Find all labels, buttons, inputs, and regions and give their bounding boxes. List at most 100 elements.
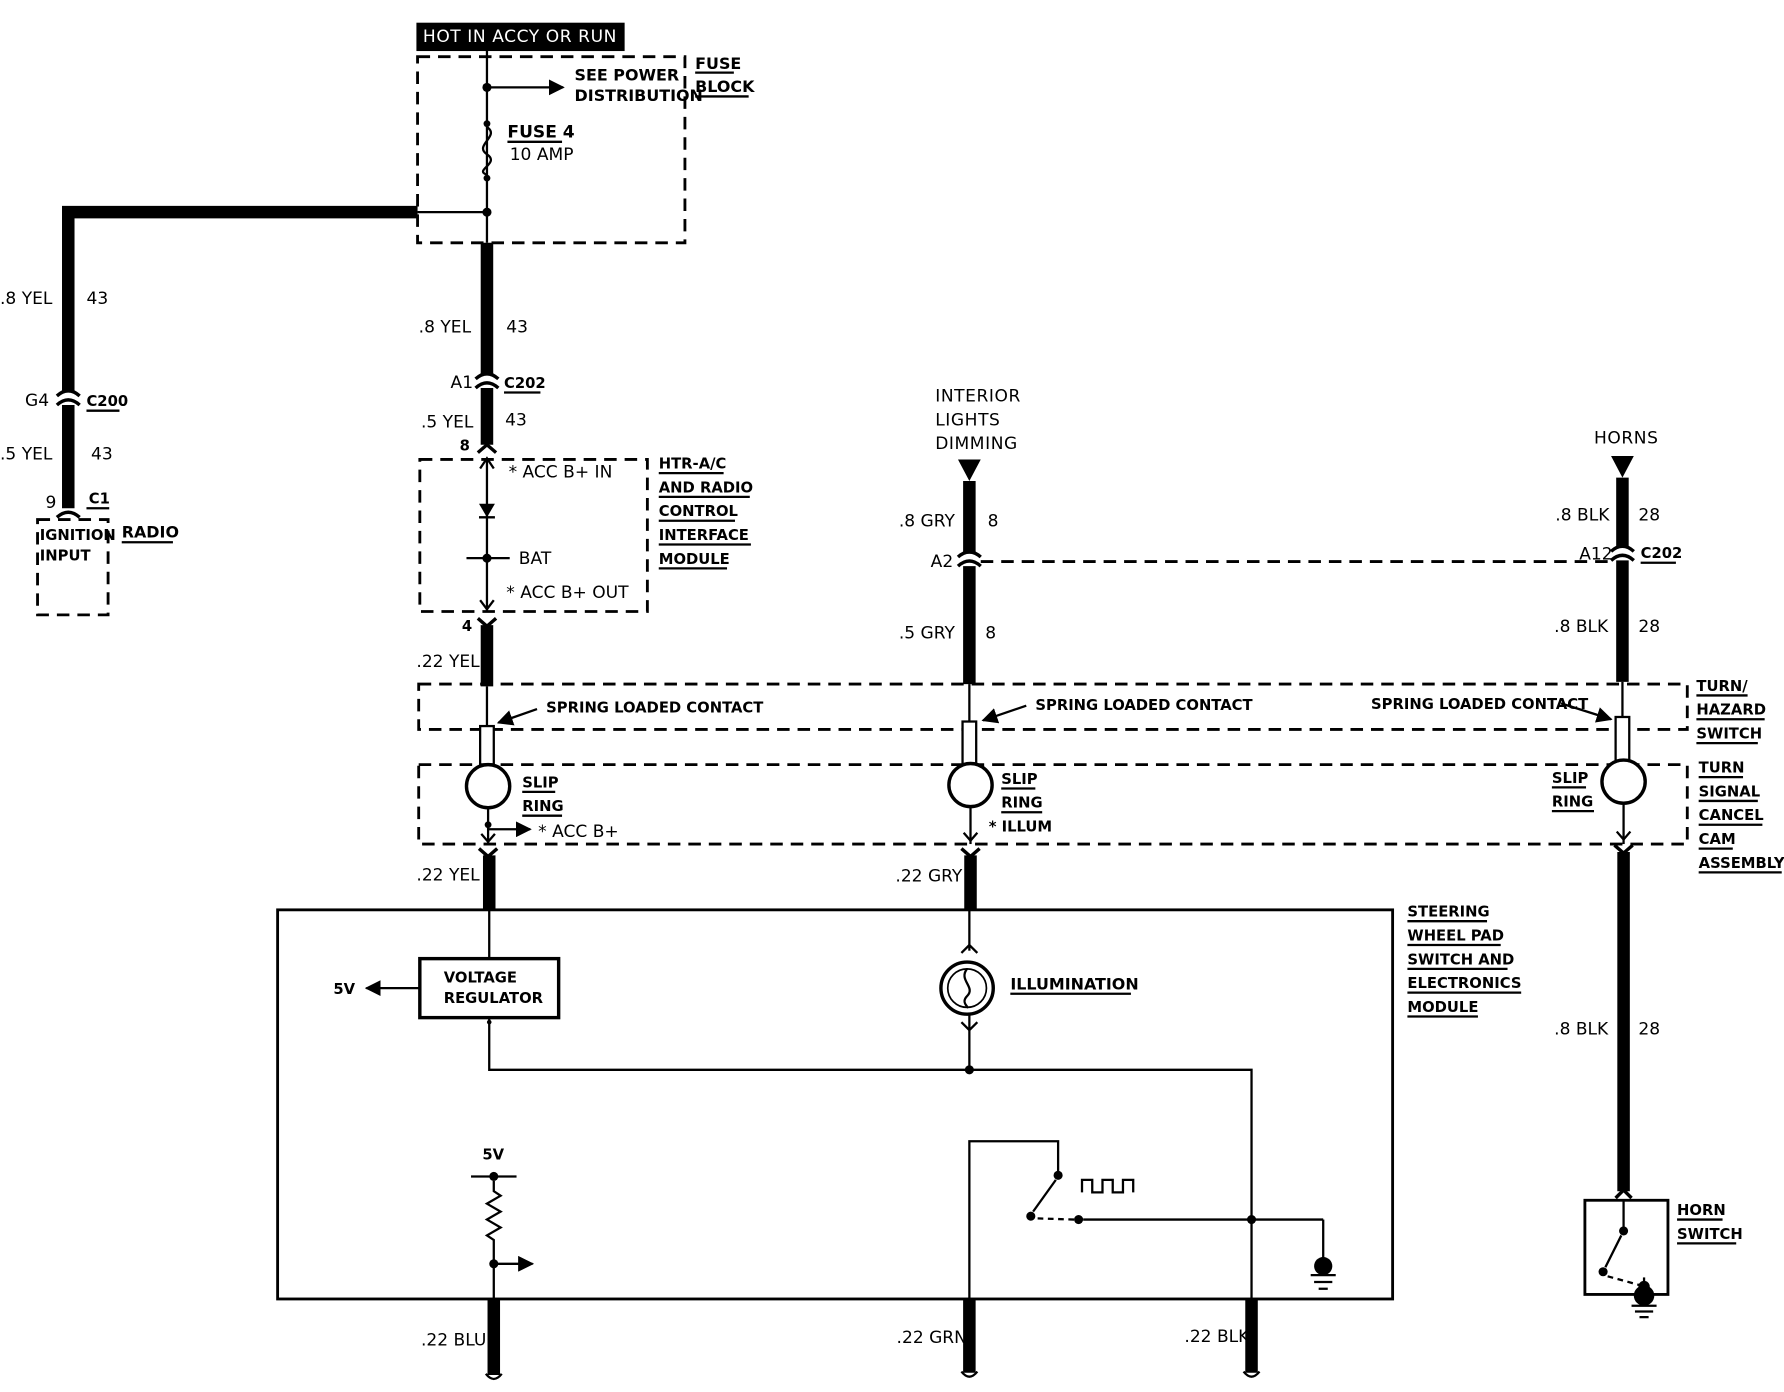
switch-icon	[1032, 1179, 1057, 1213]
diagram-label: RING	[522, 798, 563, 815]
diagram-label: 5V	[482, 1146, 504, 1163]
diagram-label: C200	[86, 393, 128, 410]
radio-label: RADIO	[122, 523, 179, 542]
horn-switch: HORN SWITCH	[1583, 1187, 1743, 1319]
pulse-icon	[1080, 1178, 1135, 1194]
module-feed-wires: .22 YEL .22 GRY .8 BLK 28	[416, 843, 1660, 1192]
see-power-text-1: SEE POWER	[575, 66, 680, 85]
diagram-label: 43	[86, 289, 108, 309]
diagram-label: SPRING LOADED CONTACT	[1371, 696, 1588, 713]
fuse-block-label-2: BLOCK	[695, 77, 755, 96]
diagram-label: * ACC B+	[538, 822, 619, 842]
diagram-label: .22 YEL	[416, 865, 480, 885]
diagram-label: SLIP	[1001, 771, 1038, 788]
steering-wheel-module: STEERING WHEEL PAD SWITCH AND ELECTRONIC…	[276, 904, 1521, 1305]
diagram-label: .5 YEL	[0, 444, 53, 464]
diagram-label: 8	[460, 437, 470, 454]
slip-ring-icon	[464, 762, 512, 810]
diagram-label: A1	[451, 373, 474, 393]
diagram-label: MODULE	[659, 551, 730, 568]
diagram-label: LIGHTS	[935, 410, 1000, 430]
diagram-label: * ACC B+ IN	[509, 463, 613, 483]
diagram-label: .5 GRY	[899, 624, 956, 644]
fuse-icon	[481, 126, 492, 176]
diagram-label: AND RADIO	[659, 479, 753, 496]
diagram-label: VOLTAGE	[444, 969, 517, 986]
fuse-block-label-1: FUSE	[695, 54, 741, 73]
diagram-label: * ILLUM	[989, 819, 1052, 836]
radio-branch: .8 YEL 43 G4 C200 .5 YEL 43 9 C1 IGNITIO…	[0, 205, 487, 617]
slip-ring-icon	[1600, 758, 1647, 805]
diagram-label: RING	[1001, 795, 1042, 812]
diagram-label: INTERIOR	[935, 387, 1021, 407]
diagram-label: A12	[1579, 544, 1612, 564]
resistor-icon	[484, 1180, 503, 1305]
diagram-label: HORNS	[1594, 429, 1659, 449]
diagram-label: CONTROL	[659, 503, 738, 520]
diagram-label: .22 GRY	[895, 867, 963, 887]
diagram-label: .22 BLU	[421, 1331, 486, 1351]
diagram-label: HAZARD	[1696, 702, 1766, 719]
diagram-label: 8	[985, 624, 996, 644]
diagram-label: MODULE	[1407, 999, 1478, 1016]
diagram-label: TURN/	[1696, 678, 1748, 695]
diagram-label: WHEEL PAD	[1407, 927, 1504, 944]
diagram-label: SPRING LOADED CONTACT	[1035, 697, 1252, 714]
diagram-label: 43	[505, 410, 527, 430]
diagram-label: .8 YEL	[419, 317, 472, 337]
fuse-name: FUSE 4	[507, 122, 574, 142]
diagram-label: C202	[1641, 545, 1683, 562]
diagram-label: A2	[931, 552, 954, 572]
diagram-label: G4	[25, 391, 49, 411]
power-source-label: HOT IN ACCY OR RUN	[416, 22, 625, 52]
diagram-label: 43	[506, 317, 528, 337]
diagram-label: .8 BLK	[1554, 1020, 1609, 1040]
diagram-label: .8 BLK	[1555, 506, 1610, 526]
diagram-label: SWITCH AND	[1407, 951, 1514, 968]
dimming-column: INTERIOR LIGHTS DIMMING .8 GRY 8 A2 .5 G…	[899, 387, 1021, 685]
acc-out-wire: 4 .22 YEL	[416, 617, 498, 687]
acc-feed-column: .8 YEL 43 A1 C202 .5 YEL 43 8	[419, 242, 546, 454]
diagram-label: ASSEMBLY	[1699, 855, 1784, 872]
diagram-label: .22 GRN	[897, 1328, 967, 1348]
diagram-label: SWITCH	[1677, 1226, 1743, 1243]
diagram-label: SIGNAL	[1699, 783, 1760, 800]
diagram-label: STEERING	[1407, 904, 1489, 921]
diagram-label: INPUT	[40, 547, 91, 564]
cancel-cam-assembly: SLIP RING * ACC B+ SLIP RING * ILLUM SLI…	[417, 758, 1784, 874]
diagram-label: HORN	[1677, 1202, 1726, 1219]
diagram-label: SLIP	[522, 774, 559, 791]
diagram-label: DIMMING	[935, 434, 1018, 454]
ground-icon	[1314, 1256, 1333, 1276]
diagram-label: ELECTRONICS	[1407, 975, 1521, 992]
diagram-label: SPRING LOADED CONTACT	[546, 699, 763, 716]
diagram-label: 28	[1638, 506, 1660, 526]
diagram-label: CAM	[1699, 831, 1736, 848]
diagram-label: .5 YEL	[421, 413, 474, 433]
diagram-label: BAT	[519, 549, 552, 569]
diagram-label: SLIP	[1552, 770, 1589, 787]
diagram-label: C1	[89, 491, 110, 508]
turn-hazard-switch: SPRING LOADED CONTACT SPRING LOADED CONT…	[417, 678, 1766, 766]
diagram-label: RING	[1552, 794, 1593, 811]
diagram-label: SWITCH	[1696, 726, 1762, 743]
diagram-label: HOT IN ACCY OR RUN	[423, 27, 617, 47]
diagram-label: IGNITION	[40, 527, 116, 544]
slip-ring-icon	[947, 761, 994, 809]
diagram-label: CANCEL	[1699, 807, 1764, 824]
diagram-label: .8 BLK	[1554, 617, 1609, 637]
diagram-label: * ACC B+ OUT	[506, 583, 629, 603]
see-power-text-2: DISTRIBUTION	[575, 86, 703, 105]
diagram-label: .8 GRY	[899, 511, 956, 531]
diagram-label: ILLUMINATION	[1010, 974, 1138, 993]
diagram-label: TURN	[1699, 760, 1745, 777]
ground-icon	[1633, 1285, 1655, 1306]
diagram-label: 28	[1638, 1020, 1660, 1040]
diagram-label: 8	[988, 511, 999, 531]
output-wires: .22 BLU .22 GRN .22 BLK	[421, 1298, 1261, 1381]
voltage-regulator	[418, 956, 561, 1020]
diagram-label: .22 BLK	[1184, 1327, 1250, 1347]
diagram-label: 4	[462, 618, 472, 635]
diagram-label: INTERFACE	[659, 527, 749, 544]
